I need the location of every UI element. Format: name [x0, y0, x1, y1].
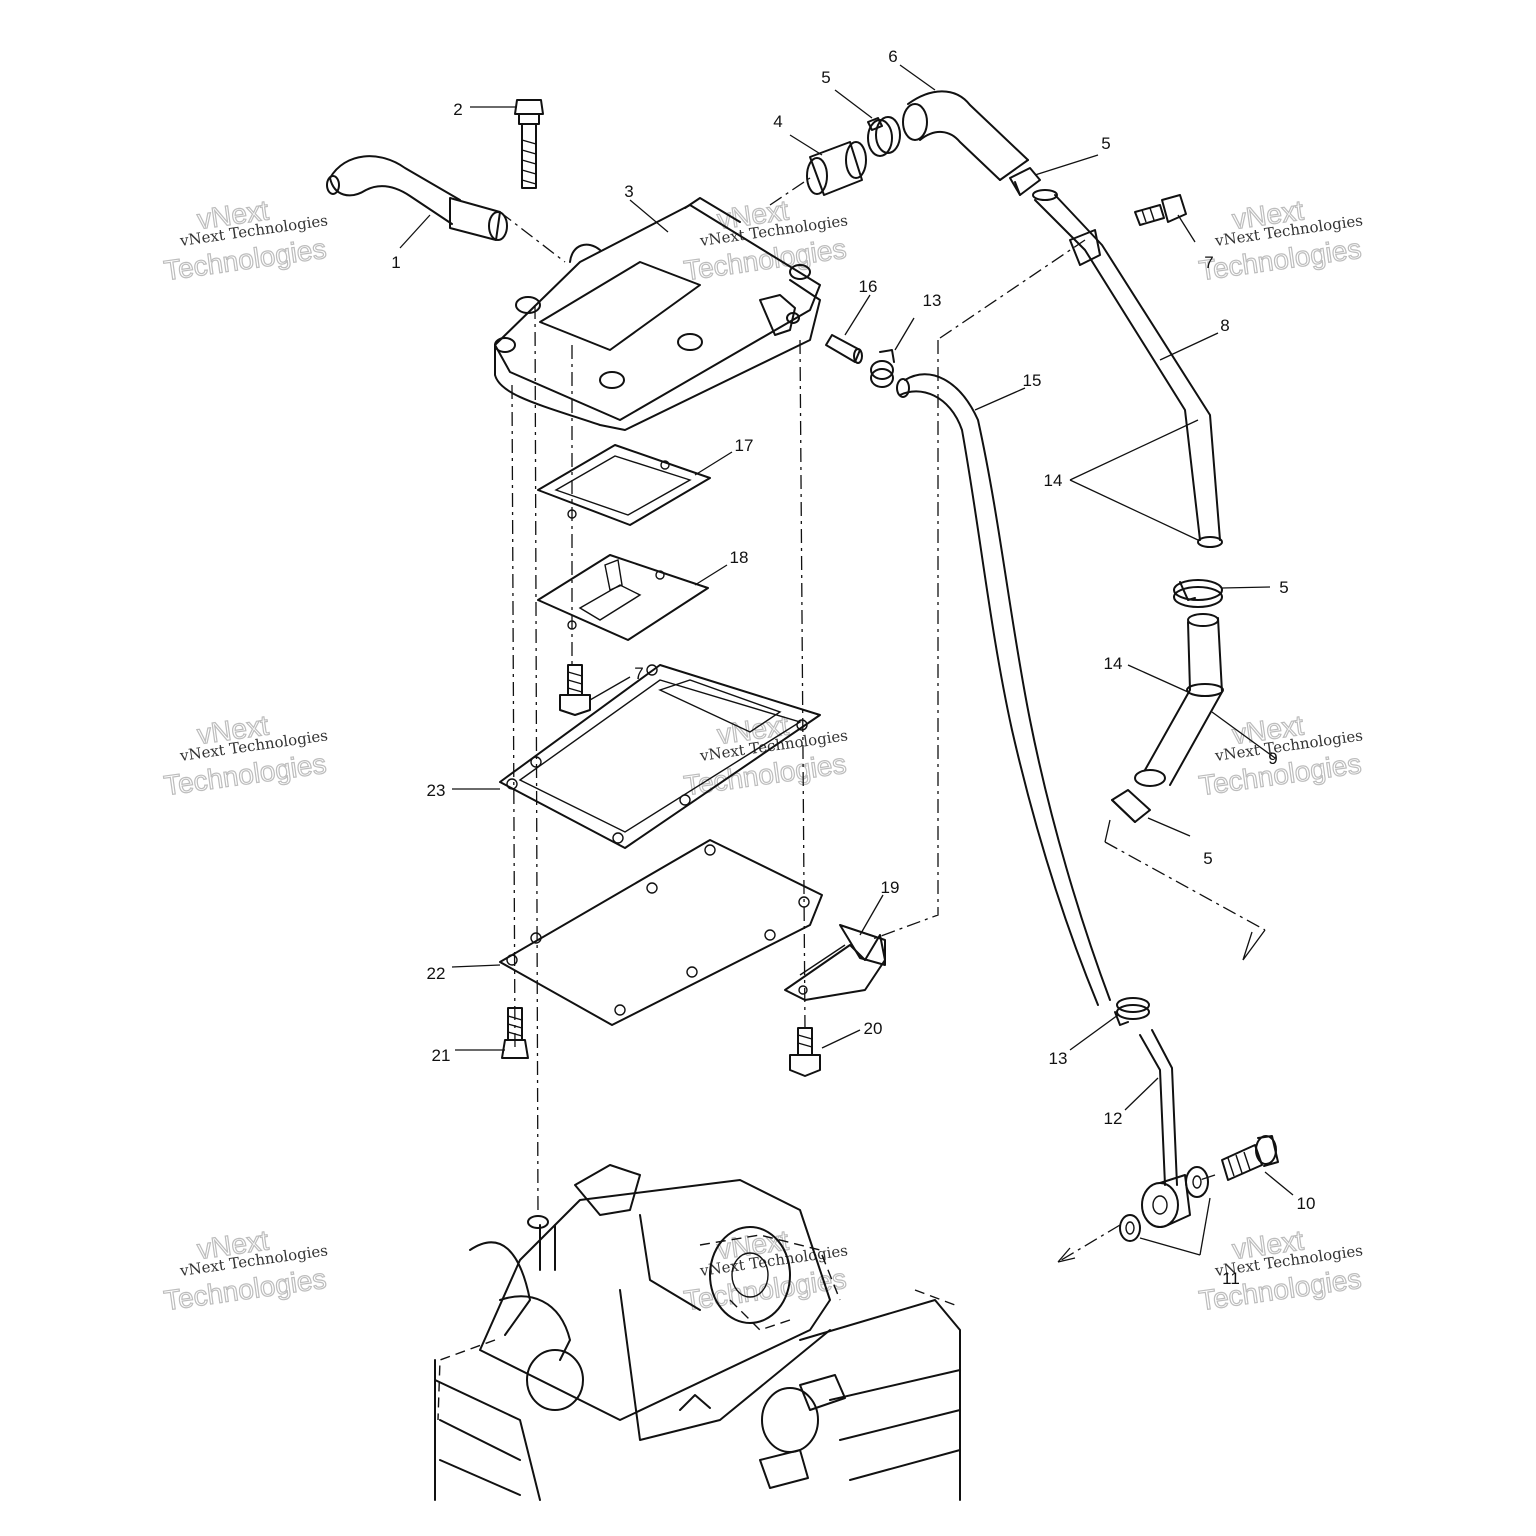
callout-20: 20 [864, 1019, 883, 1038]
watermark: vNext vNext Technologies Technologies [161, 709, 329, 802]
callout-8: 8 [1220, 316, 1229, 335]
part-6-elbow-hose [902, 90, 1029, 181]
part-12-metal-line [1139, 1029, 1178, 1186]
part-3-valve-cover [494, 197, 821, 431]
callout-14-upper: 14 [1044, 471, 1063, 490]
part-7-bolt-mid [559, 664, 591, 716]
watermark: vNext vNext Technologies Technologies [1196, 1224, 1364, 1317]
part-21-screw [501, 1007, 529, 1059]
part-19-bracket [784, 924, 886, 1001]
watermark: vNext vNext Technologies Technologies [161, 194, 329, 287]
part-5-clamp-upper-right [1009, 167, 1041, 196]
watermark: vNext vNext Technologies Technologies [681, 1224, 849, 1317]
assembly-lines [499, 177, 1266, 1263]
part-15-long-hose [896, 373, 1111, 1006]
callout-15: 15 [1023, 371, 1042, 390]
callout-3: 3 [624, 182, 633, 201]
callout-5-upper-right: 5 [1101, 134, 1110, 153]
callout-14-lower: 14 [1104, 654, 1123, 673]
part-22-base-plate [499, 839, 823, 1026]
callout-16: 16 [859, 277, 878, 296]
callout-17: 17 [735, 436, 754, 455]
part-10-banjo-bolt [1221, 1135, 1279, 1181]
callout-5-lower-right: 5 [1203, 849, 1212, 868]
part-23-gasket [499, 664, 821, 849]
callout-7-mid: 7 [634, 664, 643, 683]
part-2-bolt [514, 99, 544, 189]
callout-19: 19 [881, 878, 900, 897]
watermark: vNext vNext Technologies Technologies [681, 194, 849, 287]
part-5-clamp-lower-right [1111, 789, 1151, 823]
callout-10: 10 [1297, 1194, 1316, 1213]
part-18-reed-plate [537, 554, 709, 641]
callout-4: 4 [773, 112, 782, 131]
part-16-pin [825, 334, 863, 364]
callout-22: 22 [427, 964, 446, 983]
part-11-banjo-fitting [1119, 1166, 1209, 1242]
part-13-clamp-lower [1114, 997, 1150, 1026]
callout-1: 1 [391, 253, 400, 272]
part-9-hose [1134, 613, 1224, 787]
part-4-tube [806, 141, 867, 196]
watermark-group: vNext vNext Technologies Technologies vN… [161, 194, 1364, 1317]
callout-23: 23 [427, 781, 446, 800]
watermark: vNext vNext Technologies Technologies [161, 1224, 329, 1317]
part-5-clamp-mid-right [1173, 579, 1223, 608]
callout-5-mid-right: 5 [1279, 578, 1288, 597]
part-7-bolt-top [1134, 194, 1187, 226]
callout-5-top: 5 [821, 68, 830, 87]
callout-9: 9 [1268, 749, 1277, 768]
callout-11: 11 [1222, 1269, 1240, 1288]
part-13-clamp-upper [870, 349, 895, 388]
leader-lines [399, 64, 1294, 1263]
part-5-clamp-top [867, 116, 901, 157]
part-20-bolt [789, 1027, 821, 1077]
callout-21: 21 [432, 1046, 451, 1065]
callout-18: 18 [730, 548, 749, 567]
part-8-pipe [1032, 189, 1223, 548]
cylinder-head [434, 1164, 961, 1501]
callout-12: 12 [1104, 1109, 1123, 1128]
part-1-elbow-pipe [326, 155, 508, 241]
callout-labels: 1 2 3 4 5 6 5 7 8 14 5 14 9 5 16 13 15 1… [391, 47, 1315, 1288]
callout-6: 6 [888, 47, 897, 66]
callout-13-upper: 13 [923, 291, 942, 310]
callout-13-lower: 13 [1049, 1049, 1068, 1068]
callout-7-top: 7 [1204, 253, 1213, 272]
callout-2: 2 [453, 100, 462, 119]
watermark: vNext vNext Technologies Technologies [1196, 194, 1364, 287]
watermark: vNext vNext Technologies Technologies [681, 709, 849, 802]
part-17-gasket [537, 444, 711, 526]
